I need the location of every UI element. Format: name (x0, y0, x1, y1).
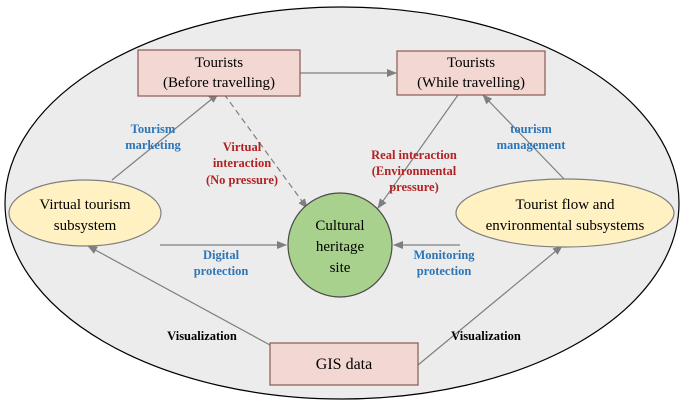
arrow-virtual-to-before (111, 93, 219, 181)
heritage-node: Cultural heritage site (287, 192, 393, 298)
arrow-while-to-heritage (377, 94, 459, 209)
label-monitoring-protection-1: Monitoring (413, 248, 475, 262)
tourists-while-line1: Tourists (447, 55, 495, 71)
virtual-subsystem-line1: Virtual tourism (39, 197, 131, 213)
label-tourism-marketing-1: Tourism (131, 122, 176, 136)
virtual-subsystem-ellipse (8, 179, 162, 247)
label-real-interaction-3: pressure) (389, 180, 439, 194)
heritage-line1: Cultural (315, 218, 364, 234)
heritage-line2: heritage (316, 239, 365, 255)
tourists-while-line2: (While travelling) (417, 75, 525, 91)
virtual-subsystem-line2: subsystem (54, 218, 117, 234)
label-real-interaction-1: Real interaction (371, 148, 457, 162)
label-monitoring-protection-2: protection (417, 264, 472, 278)
arrow-gis-to-flow (417, 245, 563, 366)
virtual-subsystem-node: Virtual tourism subsystem (8, 179, 162, 247)
arrow-flow-to-while (482, 94, 566, 181)
label-visualization-left: Visualization (167, 329, 237, 343)
tourists-while-node: Tourists (While travelling) (396, 50, 546, 96)
arrow-before-to-heritage-dashed (223, 93, 308, 209)
arrow-gis-to-virtual (87, 245, 271, 346)
label-real-interaction-2: (Environmental (372, 164, 457, 178)
tourists-before-node: Tourists (Before travelling) (137, 49, 301, 97)
gis-node: GIS data (269, 342, 419, 386)
flow-subsystem-line1: Tourist flow and (516, 197, 615, 213)
label-digital-protection-2: protection (194, 264, 249, 278)
flow-subsystem-line2: environmental subsystems (486, 218, 645, 234)
label-virtual-interaction-1: Virtual (223, 140, 262, 154)
heritage-line3: site (330, 260, 351, 276)
gis-label: GIS data (316, 356, 372, 373)
flow-subsystem-node: Tourist flow and environmental subsystem… (455, 178, 675, 248)
tourists-before-box (137, 49, 301, 97)
label-digital-protection-1: Digital (203, 248, 240, 262)
label-tourism-marketing-2: marketing (125, 138, 181, 152)
flow-subsystem-ellipse (455, 178, 675, 248)
tourists-before-line2: (Before travelling) (163, 75, 275, 91)
label-tourism-management-2: management (497, 138, 567, 152)
connectors (87, 69, 566, 366)
label-virtual-interaction-3: (No pressure) (206, 173, 278, 187)
label-visualization-right: Visualization (451, 329, 521, 343)
tourists-before-line1: Tourists (195, 55, 243, 71)
label-tourism-management-1: tourism (510, 122, 552, 136)
gis-box (269, 342, 419, 386)
heritage-circle (287, 192, 393, 298)
label-virtual-interaction-2: interaction (213, 156, 271, 170)
tourists-while-box (396, 50, 546, 96)
